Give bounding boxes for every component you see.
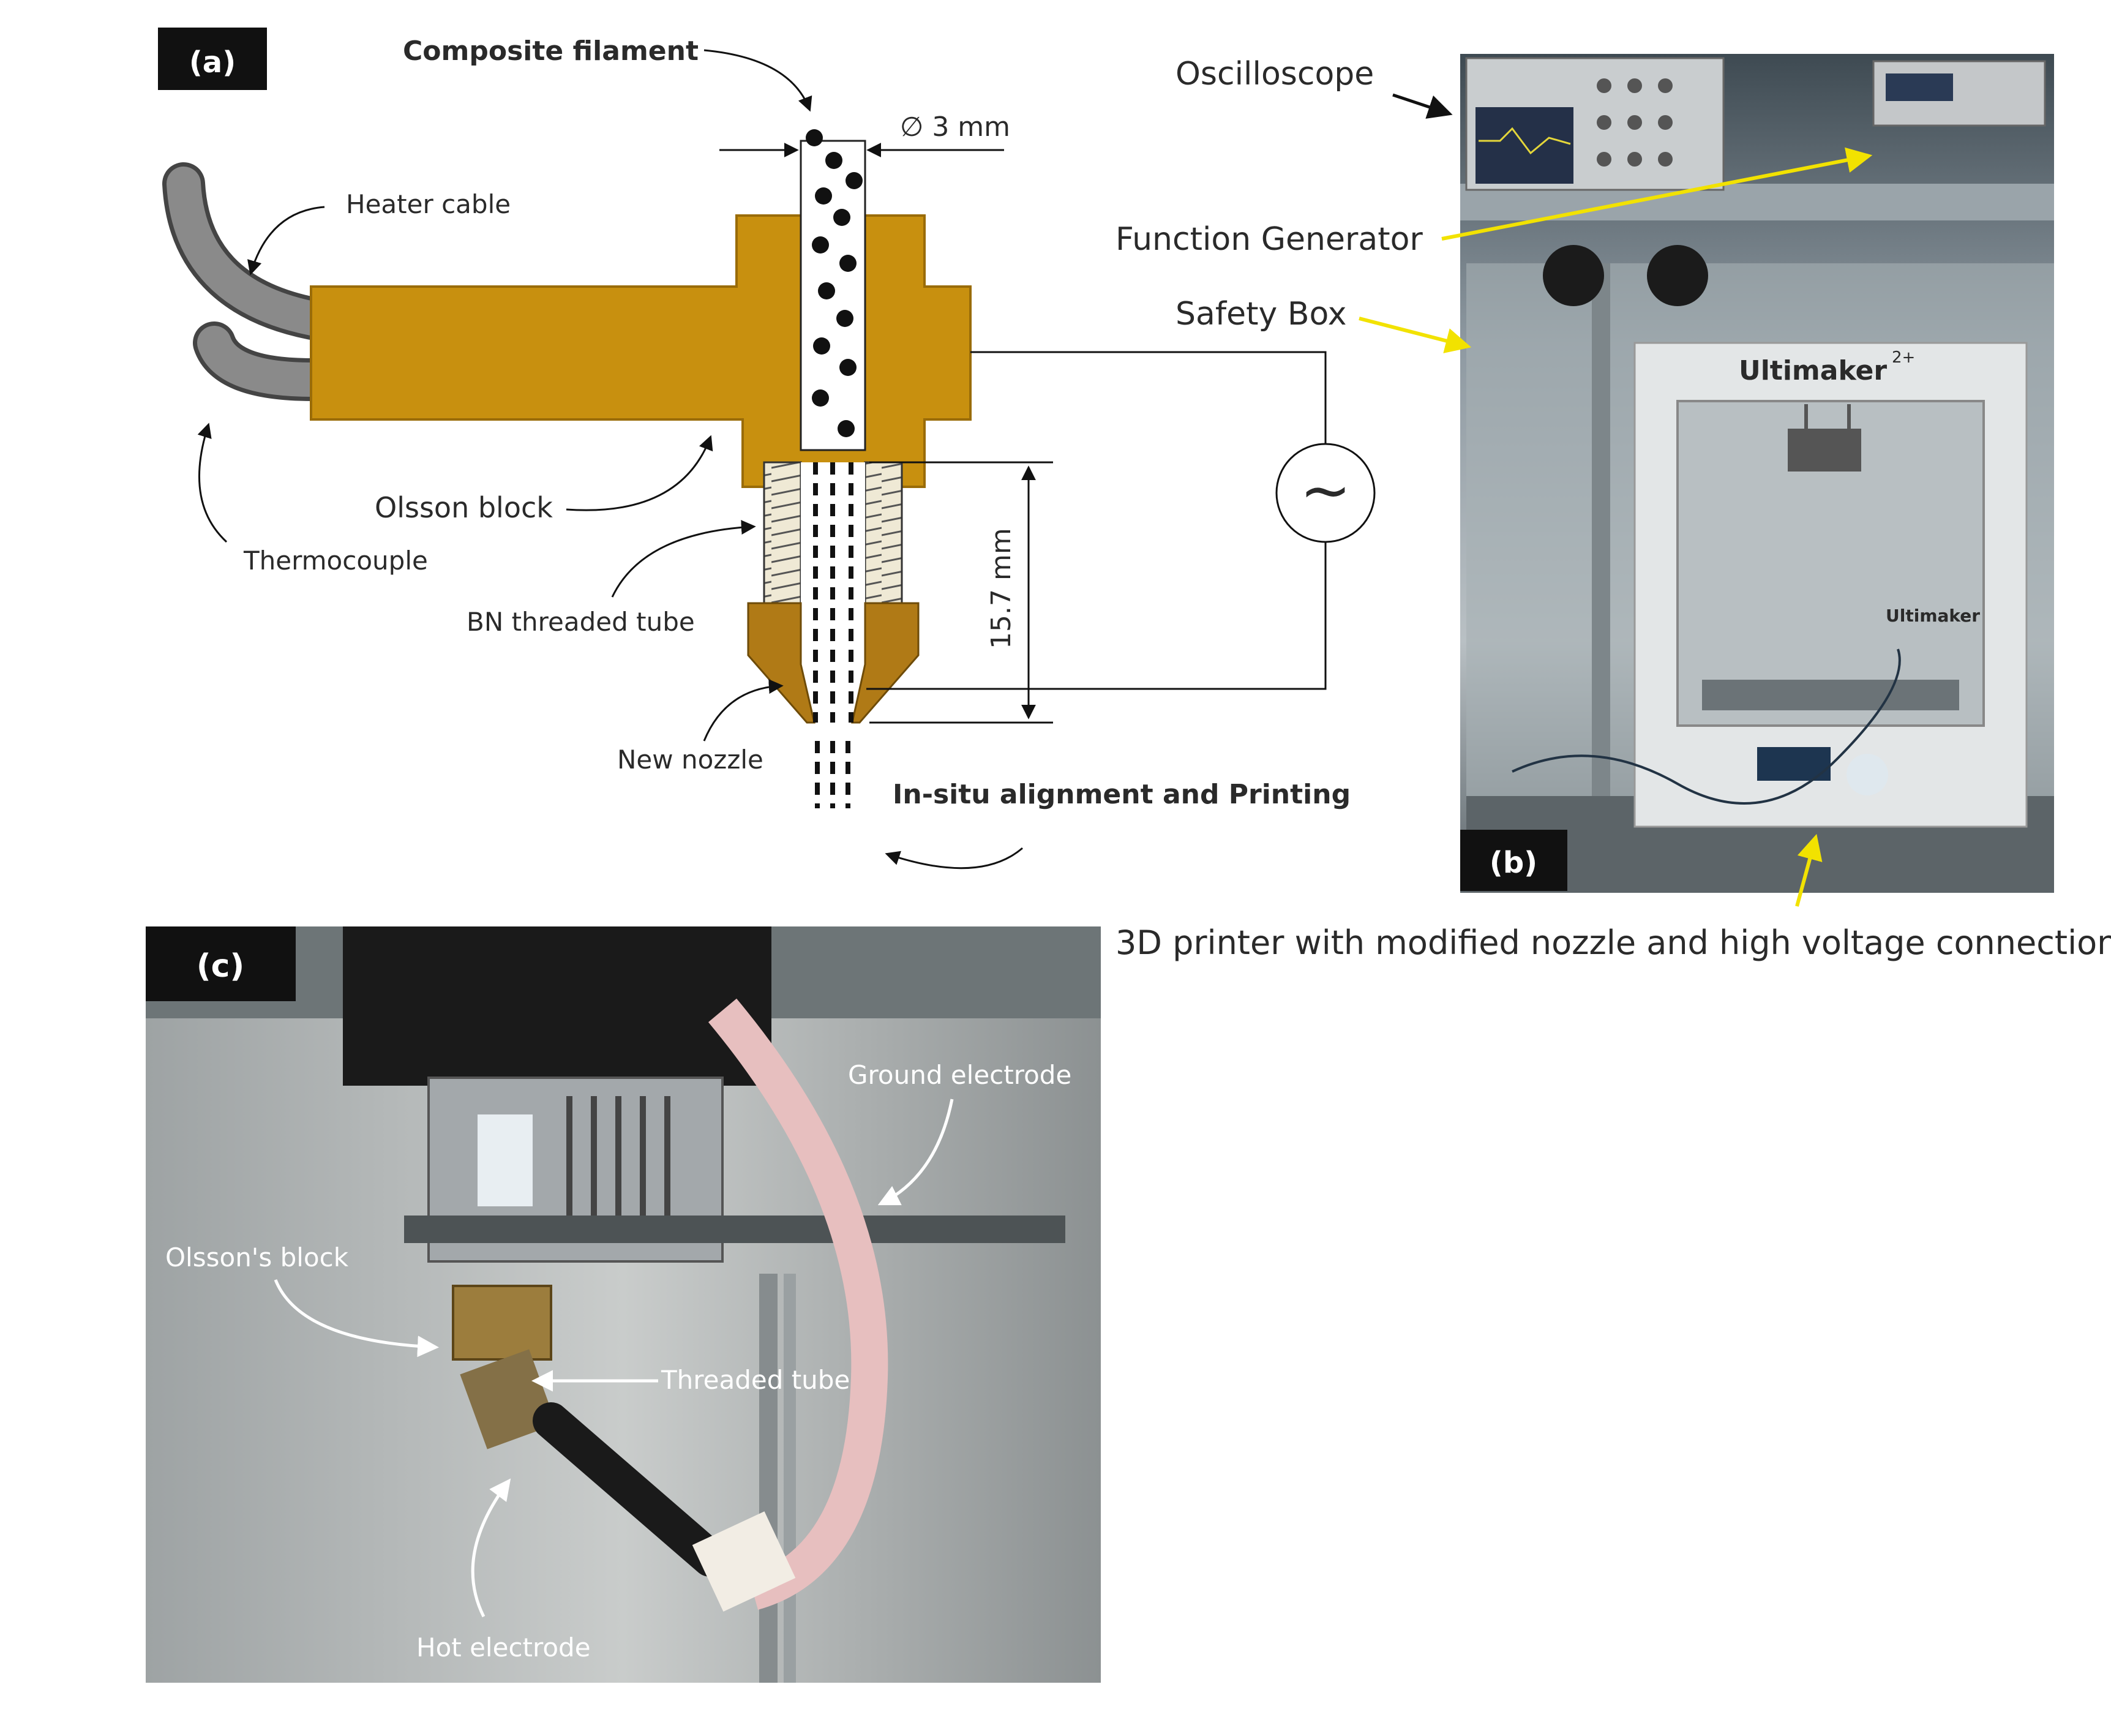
olsson-block-shape [310,214,972,488]
hot-electrode-label: Hot electrode [416,1633,591,1663]
panel-b-tag: (b) [1490,846,1537,880]
setup-photo: Ultimaker 2+ Ultimaker [1460,54,2054,893]
panel-b-tag-bg [1460,830,1567,891]
closeup-photo [146,926,1101,1683]
heater-cable-arrow [247,206,325,276]
hot-electrode-arrow [471,1478,511,1618]
in-situ-label: In-situ alignment and Printing [893,779,1351,810]
safety-box-arrow [1359,317,1472,353]
heater-cable-label: Heater cable [346,189,511,219]
threaded-tube-label: Threaded tube [661,1365,850,1395]
oscilloscope-arrow [1392,93,1453,119]
panel-b: Ultimaker 2+ Ultimaker (b) Oscilloscope … [1115,54,2111,962]
oscilloscope-device [1465,57,1725,191]
printer-front-brand: Ultimaker [1886,606,1980,626]
panel-a-tag-bg [158,28,267,90]
ground-electrode-arrow [877,1099,954,1206]
length-label: 15.7 mm [986,528,1017,649]
safety-box-label: Safety Box [1175,296,1347,333]
printer-caption: 3D printer with modified nozzle and high… [1115,923,2111,962]
olssons-block-label: Olsson's block [165,1242,349,1272]
panel-c-tag: (c) [197,948,244,985]
function-generator-device [1872,60,2046,127]
diameter-label: ∅ 3 mm [900,111,1010,143]
olsson-block-arrow [566,435,713,511]
bn-threaded-tube-label: BN threaded tube [467,607,695,637]
printer-device: Ultimaker 2+ Ultimaker [1633,342,2028,828]
function-generator-arrow [1441,147,1873,241]
new-nozzle-label: New nozzle [617,745,763,775]
thermocouple-label: Thermocouple [243,546,428,576]
new-nozzle-shape [747,602,920,724]
filament-particles [806,129,863,437]
ground-electrode-label: Ground electrode [848,1060,1071,1090]
caption-arrow [1795,833,1823,907]
function-generator-label: Function Generator [1115,221,1423,258]
panel-a: (a) [158,28,1376,870]
panel-a-tag: (a) [189,45,236,80]
new-nozzle-arrow [703,679,784,742]
olsson-block-label: Olsson block [375,491,553,524]
panel-c-tag-bg [146,926,296,1001]
aligned-fibres [813,462,853,808]
oscilloscope-label: Oscilloscope [1175,56,1374,92]
printer-brand: Ultimaker [1739,355,1887,386]
olssons-block-arrow [274,1279,439,1358]
heater-cable [162,162,334,401]
panel-c: (c) Ground electrode Olsson's block Thre… [146,926,1101,1683]
ac-source-symbol: ~ [1300,454,1351,526]
ac-circuit [866,351,1376,690]
composite-filament-label: Composite filament [403,36,699,67]
printer-model: 2+ [1892,348,1915,367]
length-dimension [869,461,1053,724]
in-situ-arrow [885,847,1023,870]
composite-filament-arrow [703,49,812,112]
bn-threaded-tube-arrow [611,520,756,598]
thermocouple-arrow [197,423,228,543]
